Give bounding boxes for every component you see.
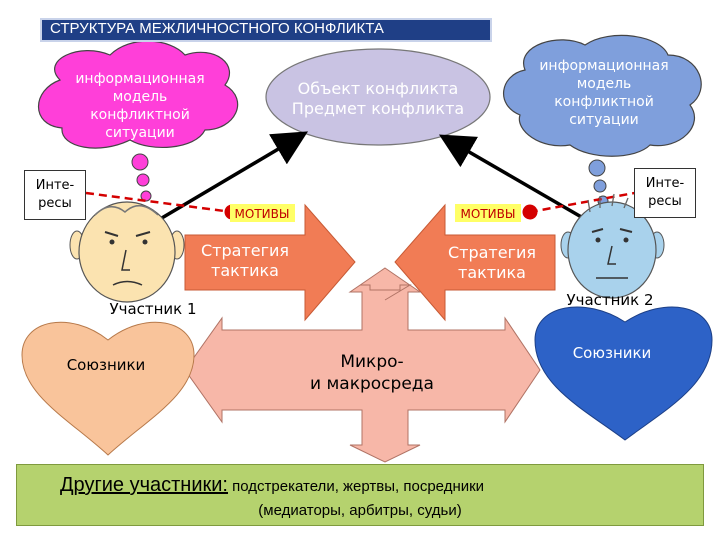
- diagram-title: СТРУКТУРА МЕЖЛИЧНОСТНОГО КОНФЛИКТА: [50, 20, 384, 37]
- dashed-link-left: [85, 191, 240, 220]
- info-model-right-line-1: информационная: [539, 58, 668, 74]
- object-cloud: [265, 48, 491, 146]
- interests-left-line-1: Инте-: [35, 178, 75, 193]
- participant-1-face: [69, 201, 185, 303]
- interests-box-left: Инте- ресы: [24, 170, 86, 220]
- info-model-left-line-3: конфликтной: [90, 107, 190, 123]
- motives-left: МОТИВЫ: [235, 207, 290, 221]
- strategy-left-line-2: тактика: [211, 261, 279, 280]
- motives-left-bg: [230, 204, 295, 222]
- participant-2-face: [560, 193, 665, 299]
- interests-right-line-2: ресы: [648, 194, 682, 209]
- footer-line-1-rest: подстрекатели, жертвы, посредники: [228, 478, 485, 495]
- footer-line-1: Другие участники: подстрекатели, жертвы,…: [60, 474, 484, 497]
- strategy-arrow-right: [394, 203, 556, 322]
- info-model-right-line-4: ситуации: [569, 112, 639, 128]
- allies-heart-right: [534, 306, 713, 441]
- allies-heart-left: [21, 321, 195, 456]
- environment-line-2: и макросреда: [310, 374, 434, 394]
- interests-left-line-2: ресы: [38, 196, 72, 211]
- strategy-arrow-left: [184, 203, 356, 322]
- info-model-left-line-4: ситуации: [105, 125, 175, 141]
- object-cloud-line-1: Объект конфликта: [298, 79, 459, 98]
- allies-left: Союзники: [67, 356, 146, 374]
- info-model-left-line-1: информационная: [75, 71, 204, 87]
- motives-right: МОТИВЫ: [461, 207, 516, 221]
- strategy-left-line-1: Стратегия: [201, 241, 289, 260]
- footer-title: Другие участники:: [60, 474, 228, 496]
- info-model-left-line-2: модель: [113, 89, 168, 105]
- info-model-right-line-3: конфликтной: [554, 94, 654, 110]
- info-model-cloud-left: [37, 40, 238, 202]
- environment-line-1: Микро-: [340, 352, 403, 372]
- participant-1-label: Участник 1: [109, 300, 196, 318]
- interests-right-line-1: Инте-: [645, 176, 685, 191]
- motives-right-bg: [455, 204, 521, 222]
- environment-arrow: [184, 267, 541, 463]
- object-cloud-line-2: Предмет конфликта: [292, 99, 464, 118]
- interests-box-right: Инте- ресы: [634, 168, 696, 218]
- dashed-link-right: [522, 190, 641, 220]
- other-participants-panel: [16, 464, 704, 526]
- arrow-to-object-right: [438, 134, 591, 224]
- strategy-right-line-1: Стратегия: [448, 243, 536, 262]
- participant-2-label: Участник 2: [566, 291, 653, 309]
- strategy-right-line-2: тактика: [458, 263, 526, 282]
- info-model-right-line-2: модель: [577, 76, 632, 92]
- title-bar: [40, 18, 492, 42]
- arrow-to-object-left: [149, 131, 309, 227]
- allies-right: Союзники: [573, 344, 652, 362]
- footer-line-2: (медиаторы, арбитры, судьи): [258, 502, 462, 519]
